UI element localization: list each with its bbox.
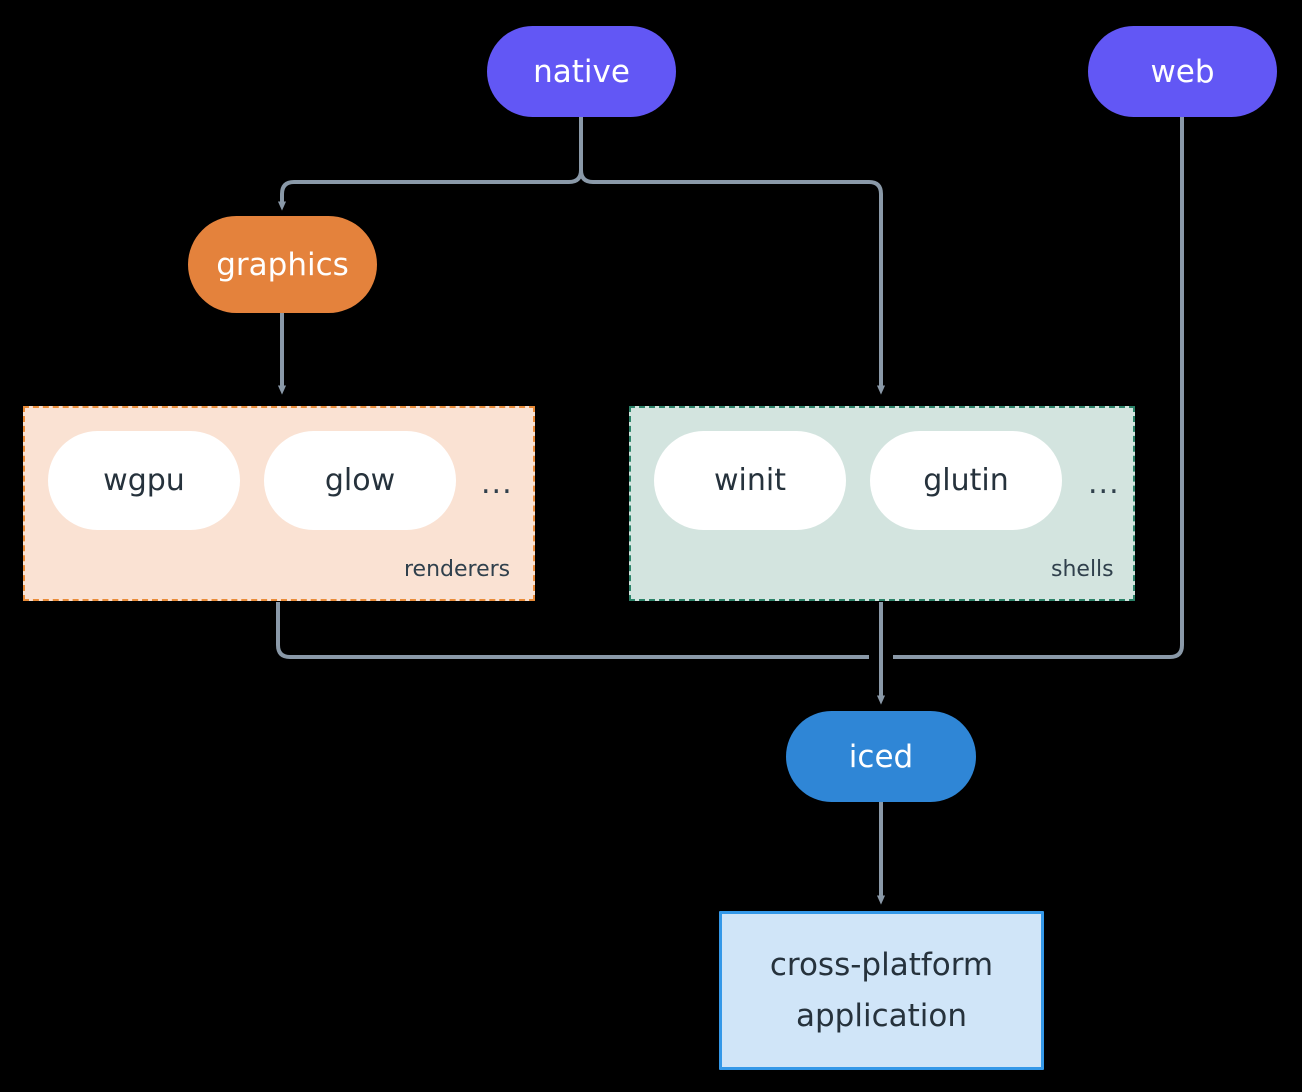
node-application-line1: cross-platform — [769, 947, 994, 984]
node-web-label: web — [1150, 53, 1215, 90]
node-glutin[interactable]: glutin — [870, 431, 1062, 530]
edge-renderers-to-iced — [276, 602, 869, 659]
node-wgpu[interactable]: wgpu — [48, 431, 240, 530]
node-graphics[interactable]: graphics — [188, 216, 377, 313]
renderers-overflow-ellipsis: ... — [481, 466, 513, 501]
node-iced[interactable]: iced — [786, 711, 976, 802]
shells-overflow-ellipsis: ... — [1088, 466, 1120, 501]
edge-native-to-graphics — [277, 169, 583, 211]
node-glow-label: glow — [324, 463, 396, 498]
node-native[interactable]: native — [487, 26, 676, 117]
node-application[interactable]: cross-platform application — [719, 911, 1044, 1070]
node-native-label: native — [533, 53, 630, 90]
node-wgpu-label: wgpu — [103, 463, 185, 498]
group-shells-label: shells — [1051, 557, 1114, 582]
edge-native-to-shells — [579, 169, 886, 395]
node-iced-label: iced — [848, 738, 914, 775]
node-glutin-label: glutin — [923, 463, 1009, 498]
node-winit-label: winit — [714, 463, 786, 498]
node-glow[interactable]: glow — [264, 431, 456, 530]
node-winit[interactable]: winit — [654, 431, 846, 530]
node-web[interactable]: web — [1088, 26, 1277, 117]
group-renderers-label: renderers — [404, 557, 511, 582]
node-application-line2: application — [796, 997, 967, 1034]
node-graphics-label: graphics — [216, 246, 349, 283]
